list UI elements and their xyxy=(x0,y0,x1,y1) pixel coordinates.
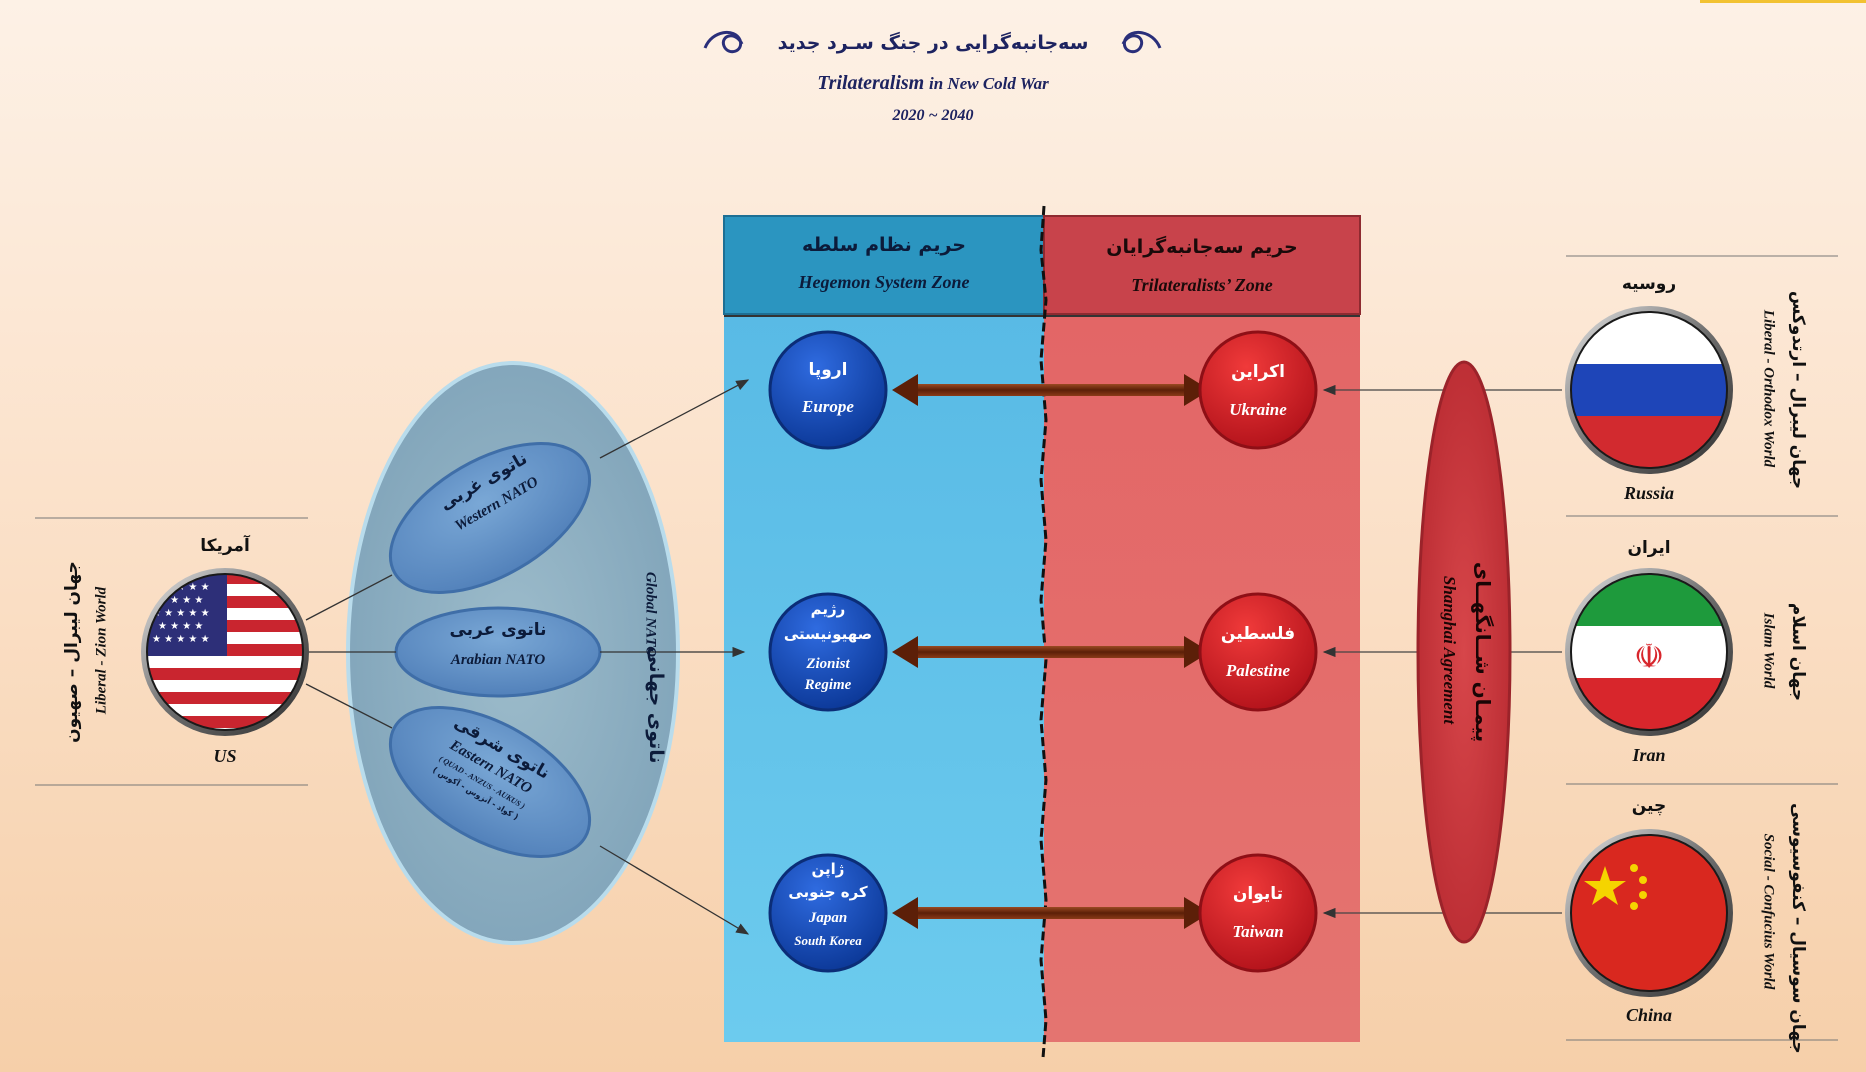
title-ornament-right-icon xyxy=(1121,31,1162,54)
title-english: Trilateralism in New Cold War xyxy=(817,72,1049,94)
europe-label-en: Europe xyxy=(802,397,854,416)
china-world-label-en: Social - Confucius World xyxy=(1760,833,1777,990)
title-ornament-left-icon xyxy=(703,31,744,54)
russia-label-fa: روسیه xyxy=(1621,274,1677,294)
svg-text:★ ★ ★ ★: ★ ★ ★ ★ xyxy=(158,595,203,606)
title-years: 2020 ~ 2040 xyxy=(892,107,974,124)
us-to-eastern-line xyxy=(305,683,393,729)
conflict-arrow-zionist-palestine xyxy=(892,636,1210,668)
us-world-label-en: Liberal - Zion World xyxy=(93,586,110,715)
japan-label-en: Japan xyxy=(808,910,848,926)
russia-label-en: Russia xyxy=(1623,483,1675,503)
node-ukraine xyxy=(1198,330,1318,450)
conflict-arrow-europe-ukraine xyxy=(892,374,1210,406)
ukraine-label-en: Ukraine xyxy=(1229,400,1287,419)
global-nato-label-fa: ناتوی جهانی xyxy=(645,646,667,764)
eastern-to-japan-line xyxy=(599,845,750,935)
korea-label-fa2: کره جنوبی xyxy=(788,883,868,901)
hegemon-zone-header xyxy=(723,215,1045,315)
china-label-en: China xyxy=(1625,1005,1673,1025)
node-zionist-regime xyxy=(768,592,888,712)
corner-accent xyxy=(1700,0,1866,3)
shanghai-agreement-ellipse xyxy=(1416,360,1512,944)
russia-world-label-en: Liberal - Orthodox World xyxy=(1760,309,1777,468)
trilateral-zone-title-fa: حریم سه‌جانبه‌گرایان xyxy=(1106,236,1298,258)
europe-label-fa: اروپا xyxy=(808,360,848,380)
zionist-label-fa1: رژیم xyxy=(810,600,846,618)
conflict-arrow-japan-taiwan xyxy=(892,897,1210,929)
zionist-label-en2: Regime xyxy=(804,677,852,693)
ukraine-label-fa: اکراین xyxy=(1231,362,1285,382)
taiwan-label-en: Taiwan xyxy=(1232,922,1284,941)
us-world-label-fa: جهان لیبرال – صهیون xyxy=(62,561,82,743)
node-europe xyxy=(768,330,888,450)
svg-text:☫: ☫ xyxy=(1634,637,1664,677)
svg-text:★ ★ ★ ★ ★: ★ ★ ★ ★ ★ xyxy=(152,608,210,619)
shanghai-label-fa: پیمـان شــانگهــای xyxy=(1471,561,1495,743)
us-label-en: US xyxy=(213,746,237,766)
arabian-nato-label: ناتوی عربی Arabian NATO xyxy=(449,620,547,668)
zionist-label-en1: Zionist xyxy=(806,656,850,672)
japan-label-fa1: ژاپن xyxy=(811,860,845,878)
node-palestine xyxy=(1198,592,1318,712)
palestine-label-fa: فلسطین xyxy=(1220,624,1296,644)
russia-world-label-fa: جهان لیبرال – ارتدوکس xyxy=(1788,290,1808,490)
iran-label-en: Iran xyxy=(1632,745,1666,765)
russia-flag-icon xyxy=(1565,306,1733,474)
iran-world-label-fa: جهان اسلام xyxy=(1788,602,1808,702)
iran-label-fa: ایران xyxy=(1627,538,1671,558)
svg-text:★ ★ ★ ★: ★ ★ ★ ★ xyxy=(158,621,203,632)
china-world-label-fa: جهان سوسیال – کنفوسیوسی xyxy=(1788,803,1808,1054)
svg-text:★ ★ ★ ★ ★: ★ ★ ★ ★ ★ xyxy=(152,634,210,645)
us-label-fa: آمریکا xyxy=(200,536,250,556)
iran-flag-icon: ☫ xyxy=(1565,568,1733,736)
node-taiwan xyxy=(1198,853,1318,973)
taiwan-label-fa: تایوان xyxy=(1232,884,1284,904)
trilateral-zone-title-en: Trilateralists’ Zone xyxy=(1131,275,1273,295)
node-japan-korea xyxy=(768,853,888,973)
western-nato-ellipse xyxy=(388,442,592,594)
eastern-nato-ellipse xyxy=(388,706,592,858)
title-persian: سه‌جانبه‌گرایی در جنگ سـرد جدید xyxy=(777,32,1089,54)
us-to-western-line xyxy=(305,574,393,621)
china-label-fa: چین xyxy=(1631,796,1667,816)
palestine-label-en: Palestine xyxy=(1225,661,1291,680)
hegemon-zone-title-fa: حریم نظام سلطه xyxy=(802,234,966,256)
china-flag-icon xyxy=(1565,829,1733,997)
zionist-label-fa2: صهیونیستی xyxy=(783,625,873,643)
hegemon-zone-title-en: Hegemon System Zone xyxy=(798,272,970,292)
shanghai-label-en: Shanghai Agreement xyxy=(1440,575,1459,725)
zone-divider-line xyxy=(1039,205,1048,1059)
iran-world-label-en: Islam World xyxy=(1760,612,1777,689)
korea-label-en: South Korea xyxy=(794,933,862,948)
trilateral-zone-header xyxy=(1043,215,1361,315)
western-to-europe-line xyxy=(599,379,750,459)
us-flag-icon: ★ ★ ★ ★ ★★ ★ ★ ★ ★ ★ ★ ★ ★★ ★ ★ ★ ★ ★ ★ … xyxy=(141,568,309,736)
